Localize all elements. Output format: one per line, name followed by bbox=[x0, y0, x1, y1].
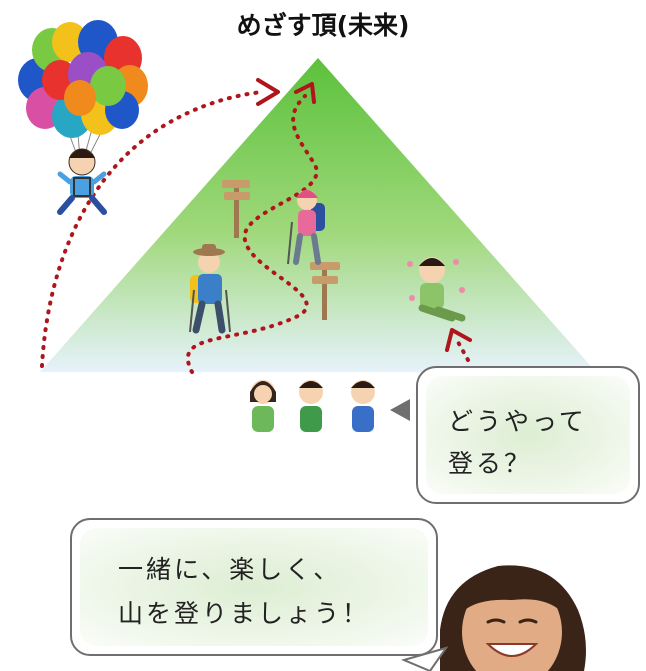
parachute-person-icon bbox=[57, 148, 107, 215]
arrowhead-left bbox=[256, 78, 280, 106]
dotted-path-left bbox=[40, 90, 264, 368]
hiker-man-icon bbox=[189, 244, 231, 334]
tired-person-icon bbox=[407, 257, 466, 322]
question-pointer bbox=[390, 399, 410, 421]
dotted-path-zigzag bbox=[185, 94, 319, 374]
question-line-2: 登る？ bbox=[448, 449, 533, 478]
speech-line-2: 山を登りましょう！ bbox=[118, 599, 371, 628]
thinking-people-icon bbox=[250, 380, 375, 432]
question-bubble: どうやって 登る？ bbox=[416, 366, 640, 504]
balloons-icon bbox=[18, 20, 148, 159]
arrowhead-center bbox=[294, 82, 316, 104]
question-line-1: どうやって bbox=[448, 407, 587, 436]
signpost-icon bbox=[222, 180, 340, 320]
arrowhead-right bbox=[445, 328, 472, 352]
page-title: めざす頂(未来) bbox=[236, 11, 410, 40]
dotted-path-right bbox=[456, 340, 470, 362]
question-bubble-fill bbox=[426, 376, 630, 494]
speech-line-1: 一緒に、楽しく、 bbox=[118, 555, 342, 584]
hiker-woman-icon bbox=[287, 190, 325, 265]
speech-bubble-fill bbox=[80, 528, 428, 646]
speech-bubble: 一緒に、楽しく、 山を登りましょう！ bbox=[70, 518, 438, 656]
smiling-man-photo bbox=[440, 565, 586, 671]
